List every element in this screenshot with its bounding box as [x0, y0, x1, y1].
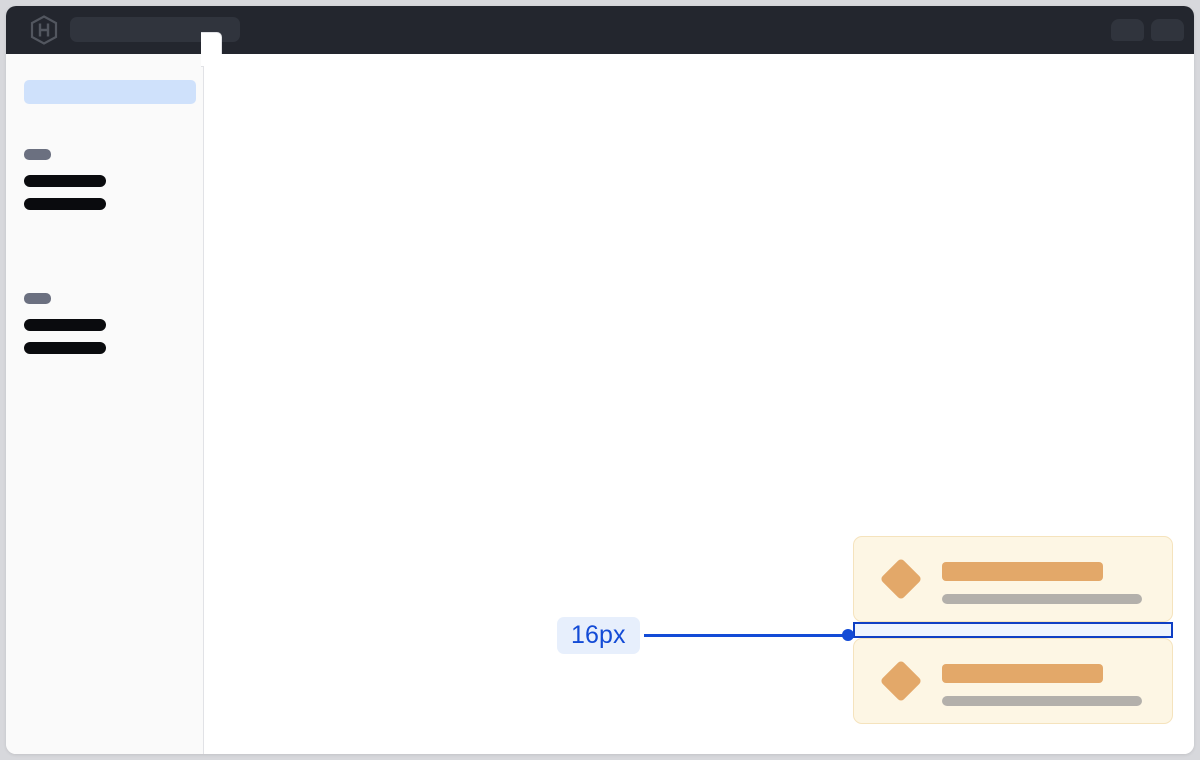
sidebar [6, 54, 204, 754]
sidebar-item-group-two-b[interactable] [24, 342, 106, 354]
top-action-two[interactable] [1151, 19, 1184, 41]
diamond-icon [879, 557, 923, 601]
measurement-leader-line [644, 634, 851, 637]
sidebar-group-two-label [24, 293, 51, 304]
sidebar-group-one [24, 149, 199, 210]
entity-card-title [942, 562, 1103, 581]
entity-card[interactable] [853, 638, 1173, 724]
entity-card-subtitle [942, 594, 1142, 604]
content-canvas [204, 54, 1194, 754]
sidebar-item-group-one-a[interactable] [24, 175, 106, 187]
sidebar-group-two [24, 293, 199, 354]
app-window: 16px [6, 6, 1194, 754]
sidebar-item-group-one-b[interactable] [24, 198, 106, 210]
entity-card-subtitle [942, 696, 1142, 706]
top-action-one[interactable] [1111, 19, 1144, 41]
entity-card[interactable] [853, 536, 1173, 622]
sidebar-item-group-two-a[interactable] [24, 319, 106, 331]
measurement-endpoint-dot [842, 629, 854, 641]
measured-list [853, 536, 1175, 724]
measurement-badge: 16px [557, 617, 640, 654]
diamond-icon [879, 659, 923, 703]
hashicorp-hexagon-logo[interactable] [29, 15, 59, 45]
top-bar [6, 6, 1194, 54]
gap-measurement-highlight [853, 622, 1173, 638]
entity-card-title [942, 664, 1103, 683]
sidebar-group-one-label [24, 149, 51, 160]
sidebar-active-item[interactable] [24, 80, 196, 104]
